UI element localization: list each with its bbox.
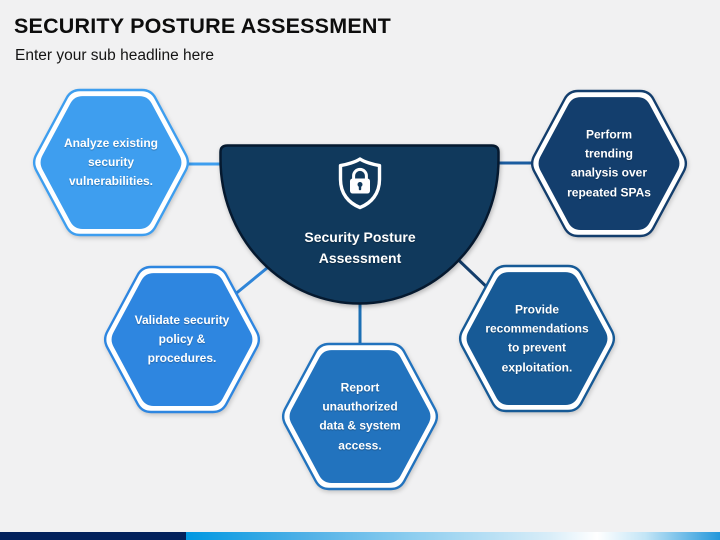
hexagon-trending (530, 89, 688, 238)
hexagon-report-fill (289, 350, 431, 483)
hexagon-analyze (32, 88, 190, 237)
lock-shackle (352, 167, 368, 181)
lock-keyhole-stem (358, 185, 362, 191)
hexagon-trending-fill (538, 97, 680, 230)
hexagon-recommend-fill (466, 272, 608, 405)
center-semicircle (219, 144, 500, 305)
page-title: SECURITY POSTURE ASSESSMENT (14, 14, 391, 38)
hexagon-report (281, 342, 439, 491)
footer-bar-left-segment (0, 532, 186, 540)
footer-bar-gradient-segment (186, 532, 720, 540)
hexagon-validate-fill (111, 273, 253, 406)
footer-bar (0, 532, 720, 540)
page-subtitle: Enter your sub headline here (15, 47, 215, 64)
hexagon-recommend (458, 264, 616, 413)
shield-outline (338, 157, 382, 210)
lock-keyhole (357, 182, 363, 187)
hexagon-validate (103, 265, 261, 414)
shield-lock-icon (338, 157, 382, 210)
hexagon-analyze-fill (40, 96, 182, 229)
